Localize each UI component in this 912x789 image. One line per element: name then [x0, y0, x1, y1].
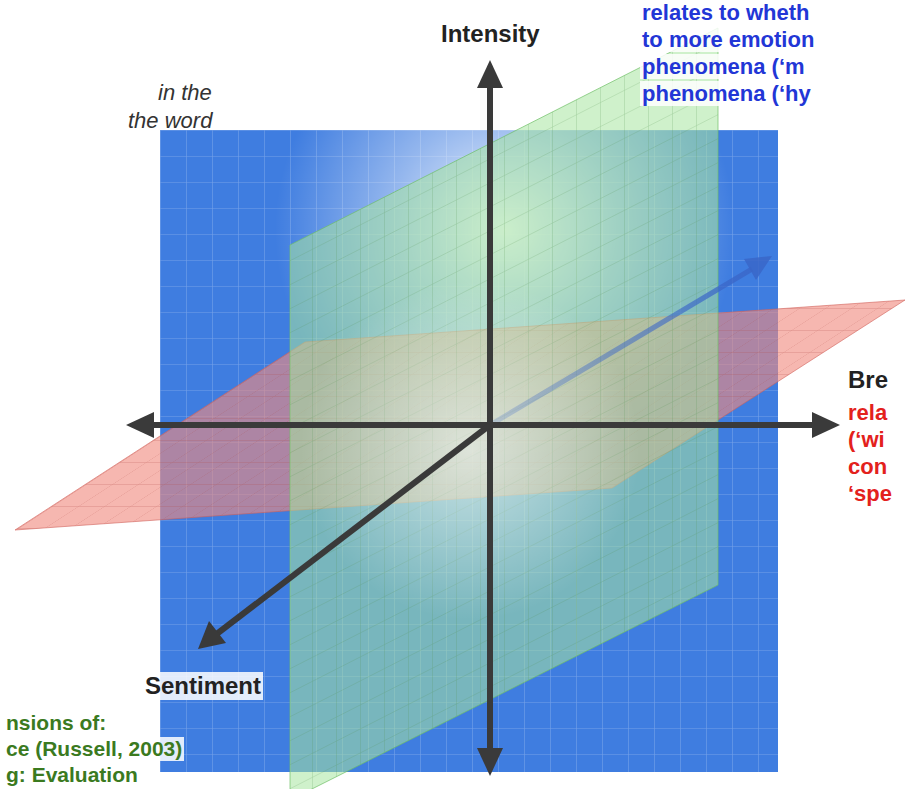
annotation-text: (‘wi	[848, 427, 885, 452]
annotation-text: relates to wheth	[640, 0, 811, 25]
annotation-text: rela	[848, 400, 887, 425]
annotation-text: g: Evaluation	[4, 763, 140, 787]
intensity-axis	[477, 60, 503, 776]
annotation-text: ‘spe	[848, 481, 892, 506]
note-text: the word	[128, 108, 212, 133]
sentiment-axis	[198, 425, 490, 649]
annotation-text: ce (Russell, 2003)	[4, 737, 184, 761]
annotation-text: con	[848, 454, 887, 479]
annotation-text: phenomena (‘hy	[640, 81, 813, 106]
axis-label: Bre	[848, 366, 888, 394]
annotation-text: to more emotion	[640, 27, 816, 52]
annotation-text: nsions of:	[4, 711, 108, 735]
note-text: in the	[158, 80, 212, 105]
axis-label: Sentiment	[143, 672, 263, 700]
axis-label: Intensity	[441, 20, 540, 48]
annotation-text: phenomena (‘m	[640, 54, 807, 79]
depth-axis-back	[490, 256, 772, 425]
